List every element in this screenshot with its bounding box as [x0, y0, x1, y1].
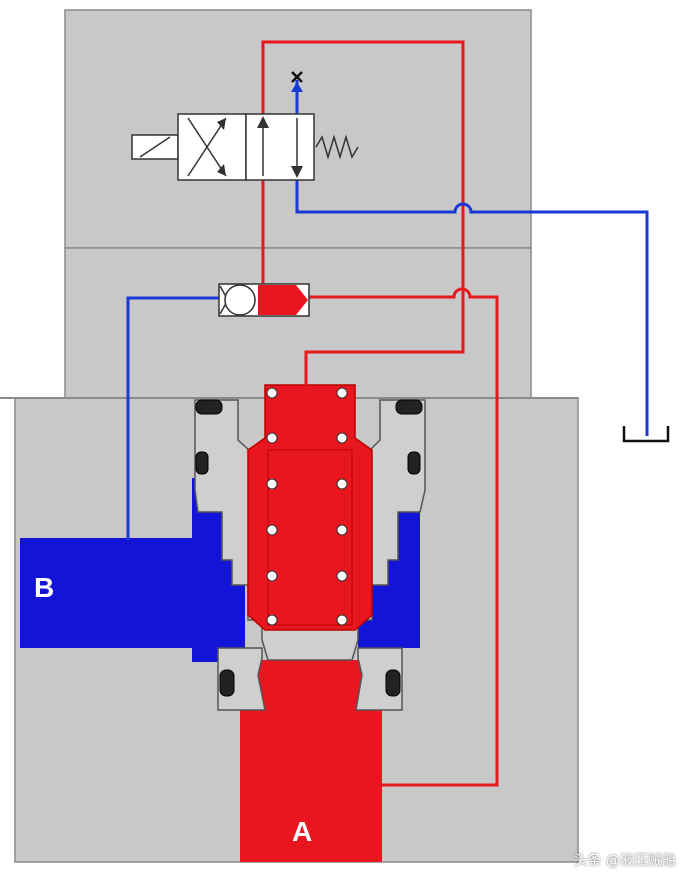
port-b-channel: [20, 538, 225, 648]
pressure-pilot-lines: [261, 40, 499, 787]
tank-icon: [622, 426, 670, 443]
seals: [195, 399, 423, 697]
arrow-head-icon: [257, 116, 269, 128]
ball-icon: [224, 284, 256, 316]
coil-dot: [266, 570, 278, 582]
coil-dot: [336, 570, 348, 582]
flow-path: [187, 117, 227, 177]
pilot-line-shuttle-to-a: [308, 287, 499, 787]
coil-dot: [336, 478, 348, 490]
coil-dot: [266, 614, 278, 626]
poppet-body: [247, 384, 373, 631]
poppet: [247, 384, 373, 631]
seal: [195, 451, 209, 475]
spring-coils: [266, 387, 348, 626]
shuttle-valve: [218, 283, 310, 317]
seal: [395, 399, 423, 415]
pilot-line-top-loop: [261, 40, 465, 386]
coil-dot: [336, 524, 348, 536]
arrow-head-icon: [217, 118, 226, 130]
coil-dot: [266, 432, 278, 444]
sleeve-left: [194, 399, 263, 621]
watermark: 头条 @液压贼船: [573, 853, 676, 869]
seal: [407, 451, 421, 475]
coil-dot: [336, 432, 348, 444]
solenoid-valve-symbol: [131, 113, 359, 181]
seal: [195, 399, 223, 415]
coil-dot: [266, 387, 278, 399]
port-a-label: A: [292, 816, 313, 847]
spring-chamber: [267, 449, 353, 626]
port-a-passage: [240, 660, 382, 862]
valve-envelope-right: [245, 113, 315, 181]
port-a-channel: [240, 708, 382, 862]
shuttle-pressure-side: [258, 285, 308, 315]
coil-dot: [266, 478, 278, 490]
pilot-line-valve-to-tank: [295, 180, 649, 436]
seal: [385, 669, 401, 697]
valve-envelope-left: [177, 113, 247, 181]
coil-dot: [336, 614, 348, 626]
port-a-seat-area: [240, 660, 382, 710]
cover-plate: [64, 247, 532, 399]
arrow-head-icon: [291, 166, 303, 178]
cross-icon: [291, 71, 303, 83]
spring-icon: [315, 134, 359, 160]
pilot-line-shuttle-to-b: [126, 296, 220, 540]
seal: [219, 669, 235, 697]
solenoid-slash: [139, 136, 171, 158]
coil-dot: [336, 387, 348, 399]
coil-dot: [266, 524, 278, 536]
arrow-head-icon: [291, 82, 303, 92]
arrow-head-icon: [217, 164, 226, 176]
port-b-label: B: [34, 572, 55, 603]
